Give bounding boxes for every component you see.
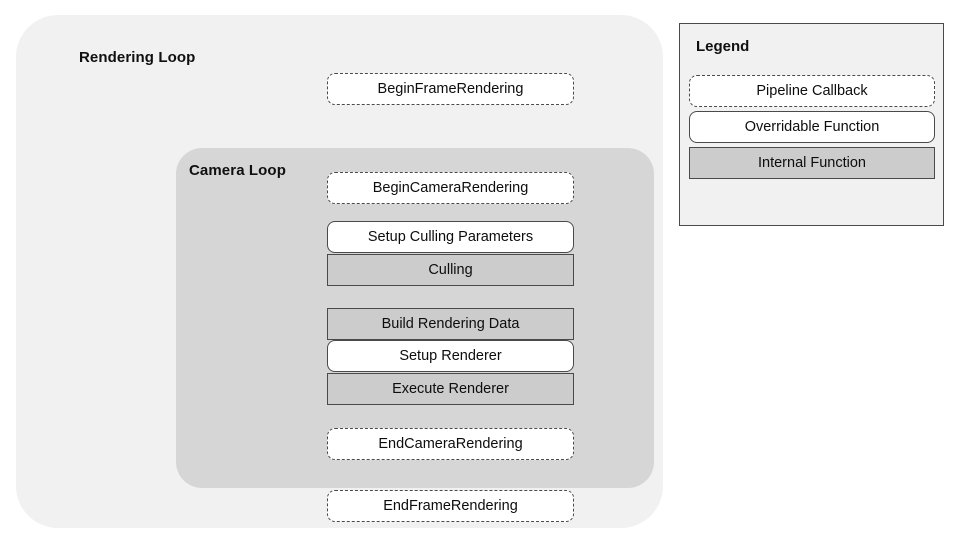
node-setup-renderer[interactable]: Setup Renderer — [327, 340, 574, 372]
legend-title: Legend — [696, 38, 750, 55]
node-execute-renderer[interactable]: Execute Renderer — [327, 373, 574, 405]
legend-panel: Legend Pipeline Callback Overridable Fun… — [679, 23, 944, 226]
node-end-frame-rendering[interactable]: EndFrameRendering — [327, 490, 574, 522]
legend-item-overridable-function: Overridable Function — [689, 111, 935, 143]
camera-loop-title: Camera Loop — [189, 162, 286, 179]
node-end-camera-rendering[interactable]: EndCameraRendering — [327, 428, 574, 460]
node-setup-culling-parameters[interactable]: Setup Culling Parameters — [327, 221, 574, 253]
node-begin-frame-rendering[interactable]: BeginFrameRendering — [327, 73, 574, 105]
node-begin-camera-rendering[interactable]: BeginCameraRendering — [327, 172, 574, 204]
node-build-rendering-data[interactable]: Build Rendering Data — [327, 308, 574, 340]
legend-item-pipeline-callback: Pipeline Callback — [689, 75, 935, 107]
rendering-loop-title: Rendering Loop — [79, 49, 196, 66]
legend-item-internal-function: Internal Function — [689, 147, 935, 179]
node-culling[interactable]: Culling — [327, 254, 574, 286]
